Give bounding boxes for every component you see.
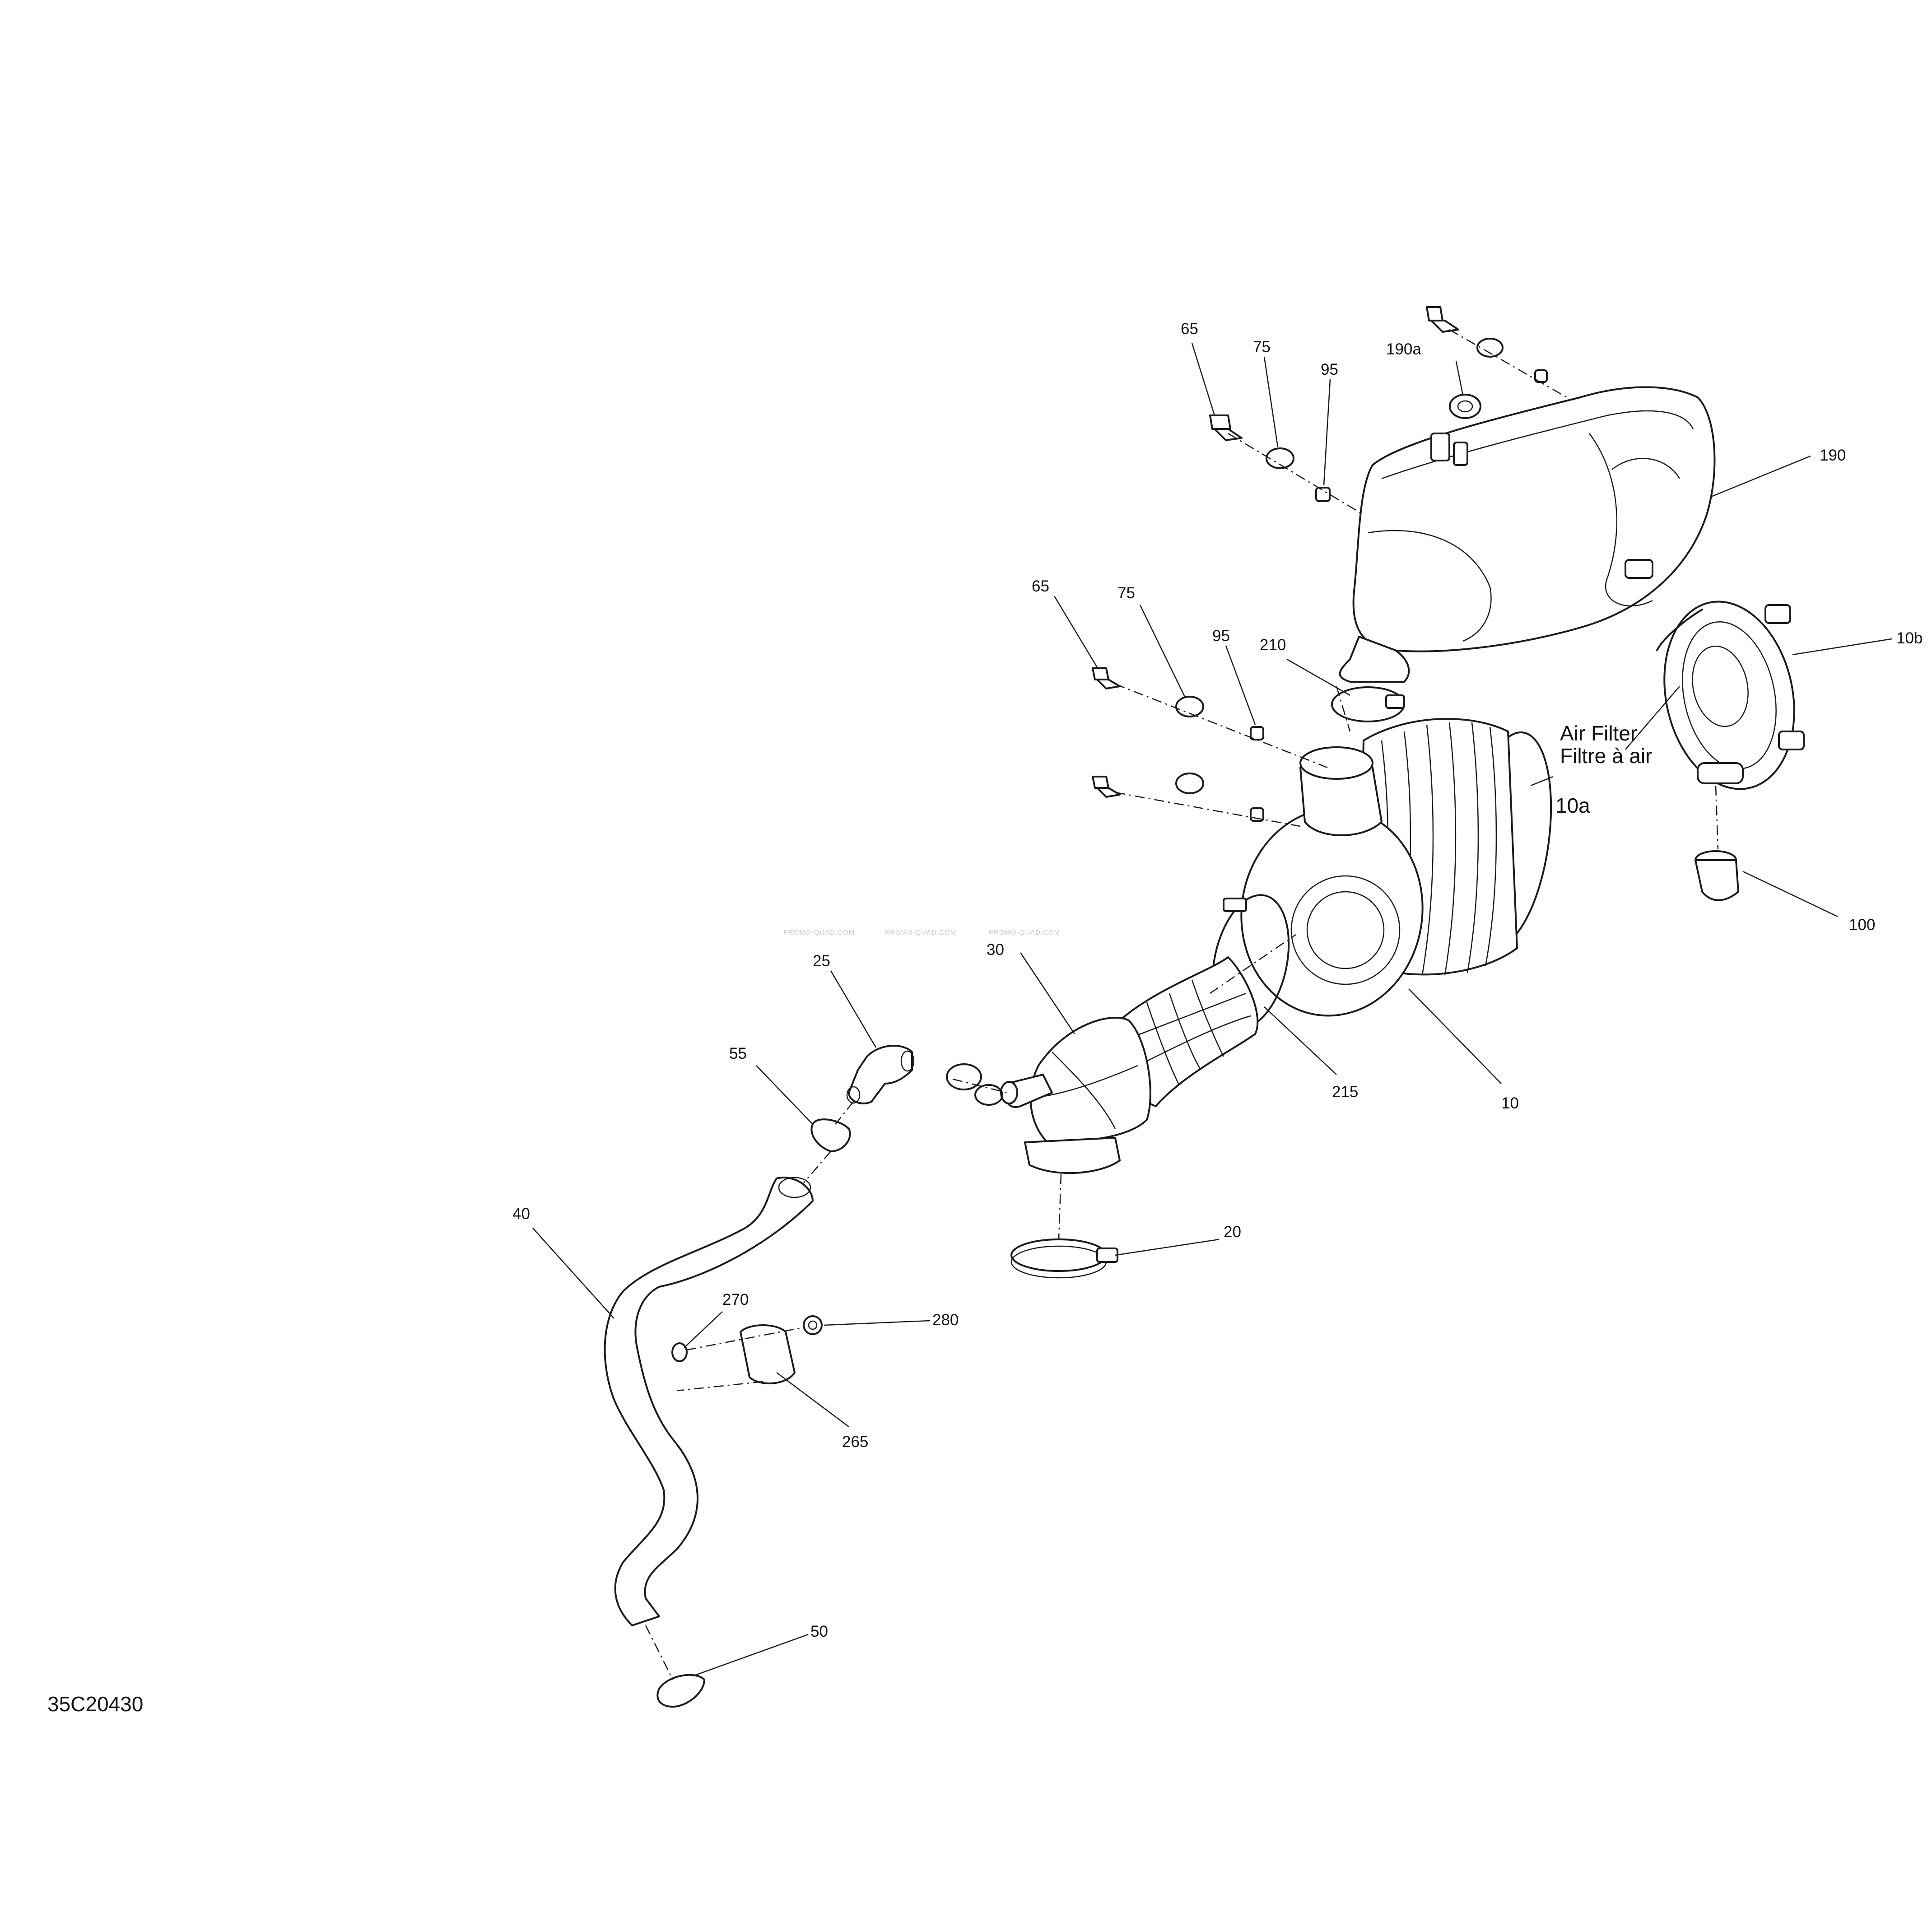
leader-lines [532,343,1892,1676]
callout-40: 40 [512,1205,530,1223]
fastener-270-part [671,1342,688,1362]
drain-hose-part [604,1177,814,1626]
elbow-fitting-part [846,1045,915,1104]
callout-25: 25 [813,952,830,970]
callout-190a: 190a [1386,340,1421,358]
callout-75-lower: 75 [1117,584,1135,602]
callout-280: 280 [932,1311,959,1329]
callout-labels: 65 75 95 190a 190 65 75 95 210 10b 10a 1… [512,320,1923,1640]
callout-10a: 10a [1555,794,1590,817]
intake-duct-part [1000,956,1259,1174]
callout-30: 30 [987,941,1004,959]
bolt-65-upper-part [1209,414,1243,441]
nut-95-lower-part [1250,726,1264,822]
bolt-upper-right-part [1426,306,1459,333]
callout-75-upper: 75 [1253,338,1271,356]
callout-50: 50 [810,1623,828,1640]
watermark-2: PROMO-QUAD.COM [885,929,956,936]
washer-upper-right-part [1476,338,1504,358]
callout-10b: 10b [1896,629,1923,647]
callout-265: 265 [842,1433,868,1451]
watermark-1: PROMO-QUAD.COM [783,929,855,936]
bolt-65-lower-part [1092,667,1121,798]
nut-280-part [803,1315,823,1335]
callout-20: 20 [1224,1223,1241,1241]
air-filter-label-en: Air Filter [1560,722,1637,745]
callout-215: 215 [1332,1083,1358,1101]
grommet-190a-part [1449,394,1481,419]
callout-270: 270 [722,1291,749,1308]
callout-55: 55 [729,1045,747,1062]
washer-75-upper-part [1266,447,1294,469]
air-filter-label-fr: Filtre à air [1560,744,1652,768]
washer-75-lower-part [1175,696,1204,794]
assembly-lines [645,329,1719,1680]
hose-clip-55-part [810,1118,851,1152]
nut-95-upper-part [1315,487,1331,502]
small-hose-clamp-part [946,1063,1003,1106]
watermark-3: PROMO-QUAD.COM [989,929,1060,936]
air-filter-cover-part [1656,601,1805,790]
callout-95-upper: 95 [1321,361,1338,378]
callout-100: 100 [1849,916,1875,934]
callout-10: 10 [1501,1094,1519,1112]
callout-65-upper: 65 [1181,320,1198,338]
callout-95-lower: 95 [1212,627,1230,645]
callout-190: 190 [1820,447,1846,464]
clamp-20-part [1010,1238,1118,1279]
air-filter-housing-part [1240,718,1552,1017]
clamp-210-part [1331,686,1405,722]
diagram-code: 35C20430 [47,1692,143,1716]
airbox-cover-part [1339,386,1716,683]
hose-clip-50-part [656,1674,705,1708]
callout-65-lower: 65 [1032,577,1049,595]
drain-valve-part [1695,850,1739,901]
callout-210: 210 [1260,636,1286,654]
